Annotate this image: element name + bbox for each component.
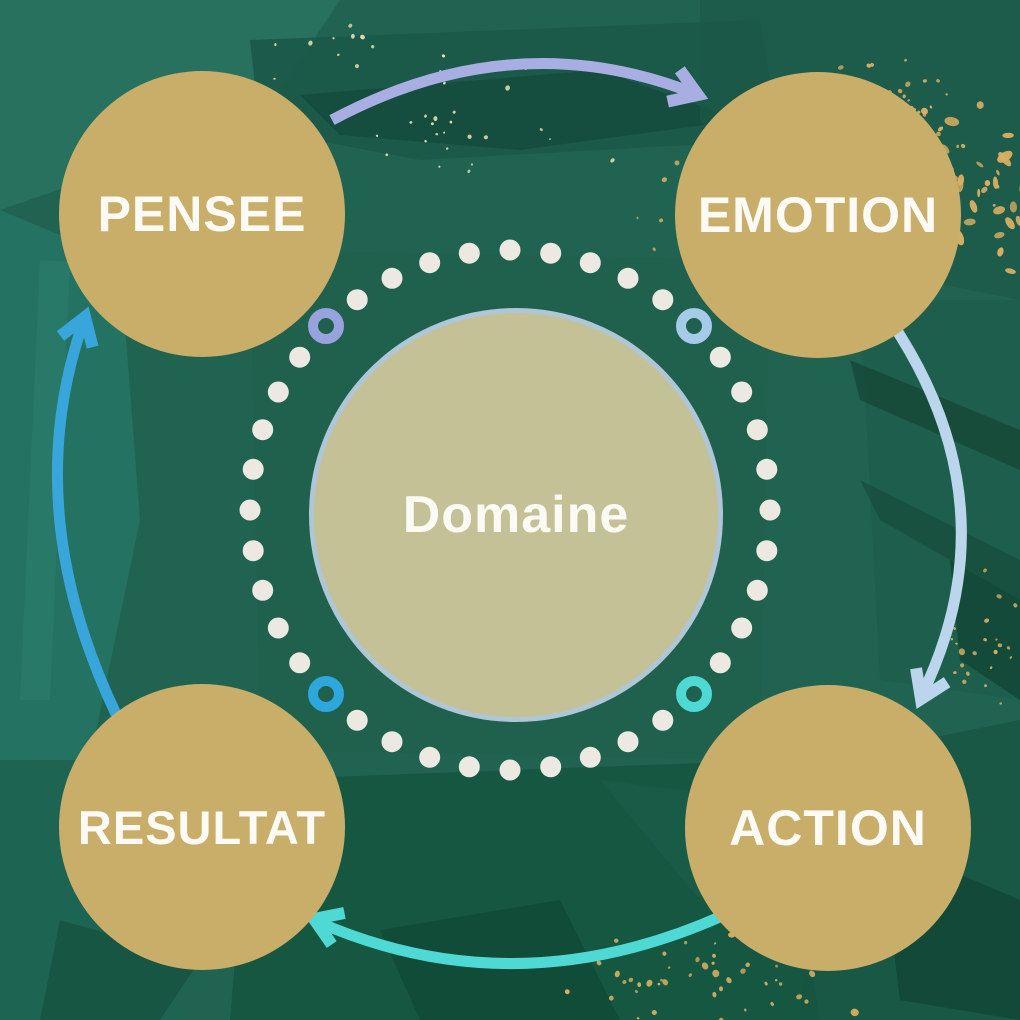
node-resultat: RESULTAT <box>59 684 345 970</box>
dotted-circle <box>239 239 781 781</box>
arrowhead-icon <box>56 306 99 349</box>
ring-icon-top-left <box>308 308 344 344</box>
ring-icon-bottom-left <box>308 676 344 712</box>
arrow-action-to-resultat <box>303 907 725 970</box>
arrow-pensee-to-emotion <box>329 58 709 125</box>
node-resultat-label: RESULTAT <box>77 800 327 854</box>
node-pensee: PENSEE <box>59 71 345 357</box>
center-domaine-circle: Domaine <box>309 308 723 722</box>
arrow-resultat-to-pensee <box>52 306 121 717</box>
center-domaine-label: Domaine <box>402 486 630 544</box>
arrowhead-icon <box>666 66 709 108</box>
node-action: ACTION <box>685 685 971 971</box>
ring-icon-top-right <box>676 308 712 344</box>
arrowhead-icon <box>910 667 951 710</box>
arrowhead-icon <box>303 907 346 948</box>
arrow-emotion-to-action <box>885 316 967 710</box>
cycle-arrows <box>52 58 967 970</box>
ring-icon-bottom-right <box>676 676 712 712</box>
node-emotion: EMOTION <box>675 72 961 358</box>
node-action-label: ACTION <box>729 800 927 856</box>
node-pensee-label: PENSEE <box>97 186 307 242</box>
node-emotion-label: EMOTION <box>697 187 939 243</box>
